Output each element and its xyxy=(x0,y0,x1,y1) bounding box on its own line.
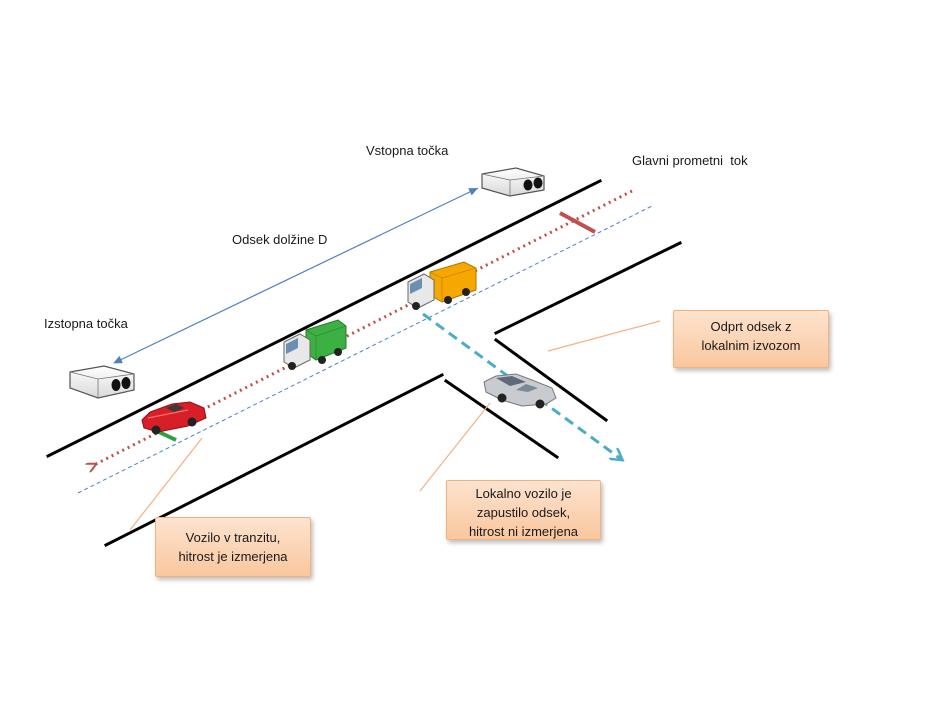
camera-icon xyxy=(481,167,545,197)
callout-transit-vehicle-line-1: Vozilo v tranzitu, xyxy=(185,530,281,545)
callout-open-segment-line-1: Odprt odsek z xyxy=(710,319,792,334)
exit-edge-left xyxy=(443,378,560,460)
car-icon xyxy=(141,401,207,435)
exit-point-label: Izstopna točka xyxy=(44,316,128,331)
callout-local-vehicle-line-3: hitrost ni izmerjena xyxy=(468,524,579,539)
callout-local-vehicle: Lokalno vozilo je zapustilo odsek, hitro… xyxy=(446,480,601,540)
callout-transit-vehicle: Vozilo v tranzitu, hitrost je izmerjena xyxy=(155,517,311,577)
entry-marker xyxy=(559,211,596,234)
road-edge-lower-right xyxy=(493,240,683,336)
truck-icon xyxy=(283,319,347,370)
road-edge-lower-left xyxy=(103,372,445,548)
lane-divider-line xyxy=(77,205,653,494)
exit-edge-right xyxy=(493,337,609,423)
segment-length-arrow xyxy=(113,187,479,364)
callout-open-segment: Odprt odsek z lokalnim izvozom xyxy=(673,310,829,368)
segment-length-label: Odsek dolžine D xyxy=(232,232,328,247)
pointer-open-segment xyxy=(547,320,661,352)
callout-local-vehicle-line-2: zapustilo odsek, xyxy=(476,505,571,520)
road-edge-upper xyxy=(45,178,603,459)
callout-pointers xyxy=(129,320,661,531)
truck-icon xyxy=(407,261,477,310)
callout-local-vehicle-line-1: Lokalno vozilo je xyxy=(475,486,572,501)
callout-open-segment-line-2: lokalnim izvozom xyxy=(701,338,801,353)
main-flow-label: Glavni prometni tok xyxy=(632,153,748,168)
camera-icon xyxy=(69,365,135,399)
pointer-local-vehicle xyxy=(419,402,491,492)
entry-point-label: Vstopna točka xyxy=(366,143,449,158)
car-icon xyxy=(483,373,557,409)
pointer-transit-vehicle xyxy=(129,437,203,531)
callout-transit-vehicle-line-2: hitrost je izmerjena xyxy=(178,549,288,564)
